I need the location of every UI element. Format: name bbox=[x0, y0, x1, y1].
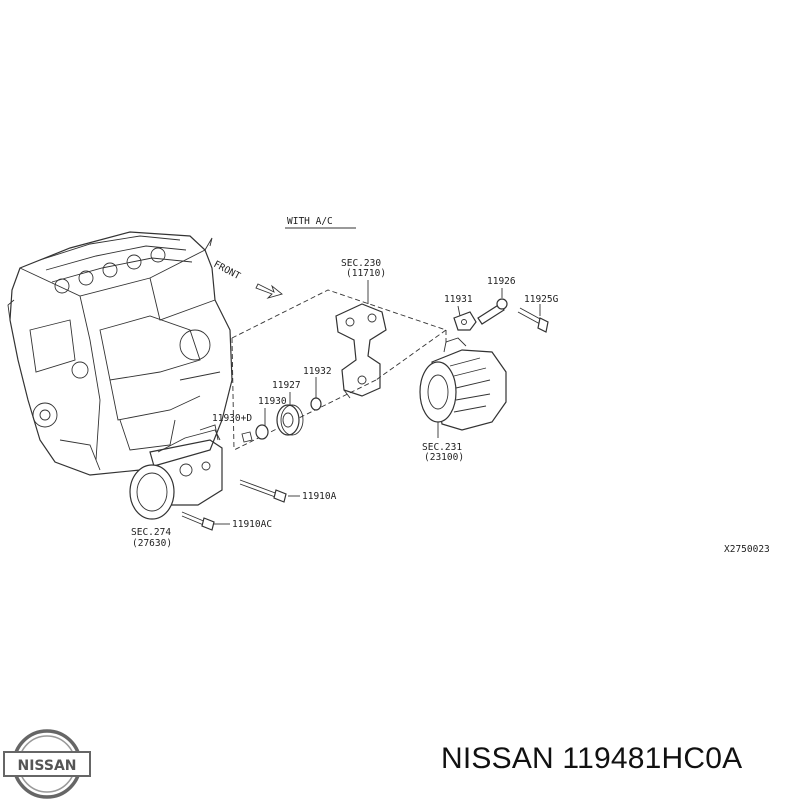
alternator bbox=[419, 337, 507, 431]
label-27630: (27630) bbox=[132, 538, 172, 549]
label-11710: (11710) bbox=[346, 268, 386, 279]
tensioner-bracket-11931 bbox=[453, 311, 477, 331]
label-sec231: SEC.231 bbox=[422, 442, 462, 453]
label-11930: 11930 bbox=[258, 396, 287, 407]
label-sec230: SEC.230 bbox=[341, 258, 381, 269]
idler-pulley bbox=[276, 404, 304, 436]
diagram-ref-code: X2750023 bbox=[724, 544, 770, 555]
nissan-logo: NISSAN bbox=[3, 729, 91, 799]
with-ac-header: WITH A/C bbox=[287, 216, 333, 227]
label-11930d: 11930+D bbox=[212, 413, 252, 424]
bolt-11925g bbox=[517, 307, 549, 333]
label-sec274: SEC.274 bbox=[131, 527, 171, 538]
label-11925g: 11925G bbox=[524, 294, 559, 305]
adjusting-bolt-11926 bbox=[477, 298, 508, 325]
washer-11932 bbox=[310, 397, 322, 411]
label-11932: 11932 bbox=[303, 366, 332, 377]
label-23100: (23100) bbox=[424, 452, 464, 463]
bolt-11910ac bbox=[181, 511, 215, 531]
engine-block bbox=[7, 231, 233, 476]
front-label: FRONT bbox=[212, 259, 243, 282]
alternator-bracket bbox=[335, 303, 387, 399]
label-11926: 11926 bbox=[487, 276, 516, 287]
label-11910ac: 11910AC bbox=[232, 519, 272, 530]
front-arrow-icon: FRONT bbox=[212, 259, 283, 299]
bolt-11910a bbox=[239, 479, 287, 503]
logo-text: NISSAN bbox=[17, 758, 76, 774]
label-11927: 11927 bbox=[272, 380, 301, 391]
bolt-11930d bbox=[241, 424, 269, 443]
label-11931: 11931 bbox=[444, 294, 473, 305]
ac-compressor bbox=[129, 424, 223, 520]
label-11910a: 11910A bbox=[302, 491, 337, 502]
part-number-caption: NISSAN 119481HC0A bbox=[441, 742, 743, 775]
